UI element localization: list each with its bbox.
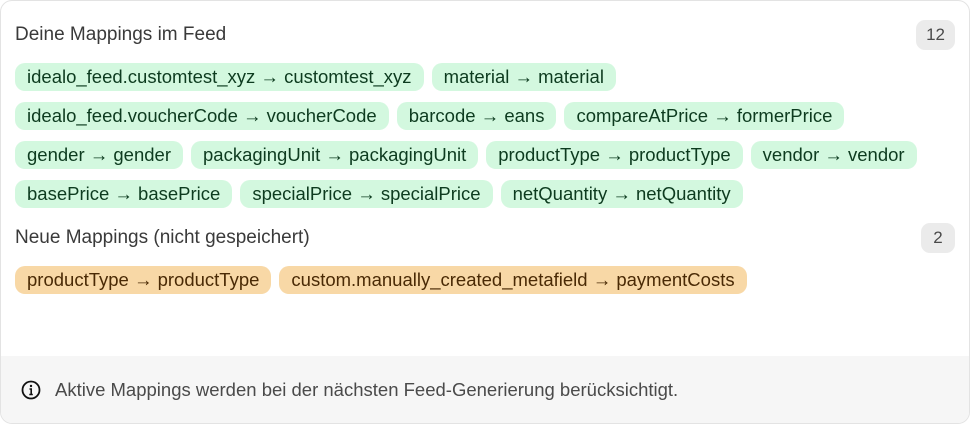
mapping-tag: packagingUnit → packagingUnit <box>191 141 479 169</box>
mapping-tag: netQuantity → netQuantity <box>500 180 743 208</box>
mapping-tag: specialPrice → specialPrice <box>240 180 493 208</box>
mapping-tag: idealo_feed.customtest_xyz → customtest_… <box>15 63 424 91</box>
mapping-tag: compareAtPrice → formerPrice <box>564 102 845 130</box>
info-text: Aktive Mappings werden bei der nächsten … <box>55 378 679 400</box>
feed-mappings-list: idealo_feed.customtest_xyz → customtest_… <box>15 63 955 208</box>
mapping-tag: barcode → eans <box>396 102 557 130</box>
mapping-tag: basePrice → basePrice <box>15 180 233 208</box>
mapping-tag: productType → productType <box>15 266 272 294</box>
mapping-tag: custom.manually_created_metafield → paym… <box>279 266 747 294</box>
new-mappings-header: Neue Mappings (nicht gespeichert) 2 <box>15 222 955 254</box>
new-mappings-title: Neue Mappings (nicht gespeichert) <box>15 227 310 248</box>
info-icon <box>21 380 41 399</box>
mapping-tag: productType → productType <box>486 141 743 169</box>
mapping-tag: material → material <box>431 63 616 91</box>
feed-mappings-count-badge: 12 <box>916 20 955 50</box>
mapping-tag: vendor → vendor <box>750 141 917 169</box>
feed-mappings-header: Deine Mappings im Feed 12 <box>15 19 955 51</box>
info-footer: Aktive Mappings werden bei der nächsten … <box>1 356 969 423</box>
mapping-tag: gender → gender <box>15 141 183 169</box>
feed-mappings-title: Deine Mappings im Feed <box>15 24 227 45</box>
new-mappings-count-badge: 2 <box>921 223 955 253</box>
mapping-tag: idealo_feed.voucherCode → voucherCode <box>15 102 389 130</box>
